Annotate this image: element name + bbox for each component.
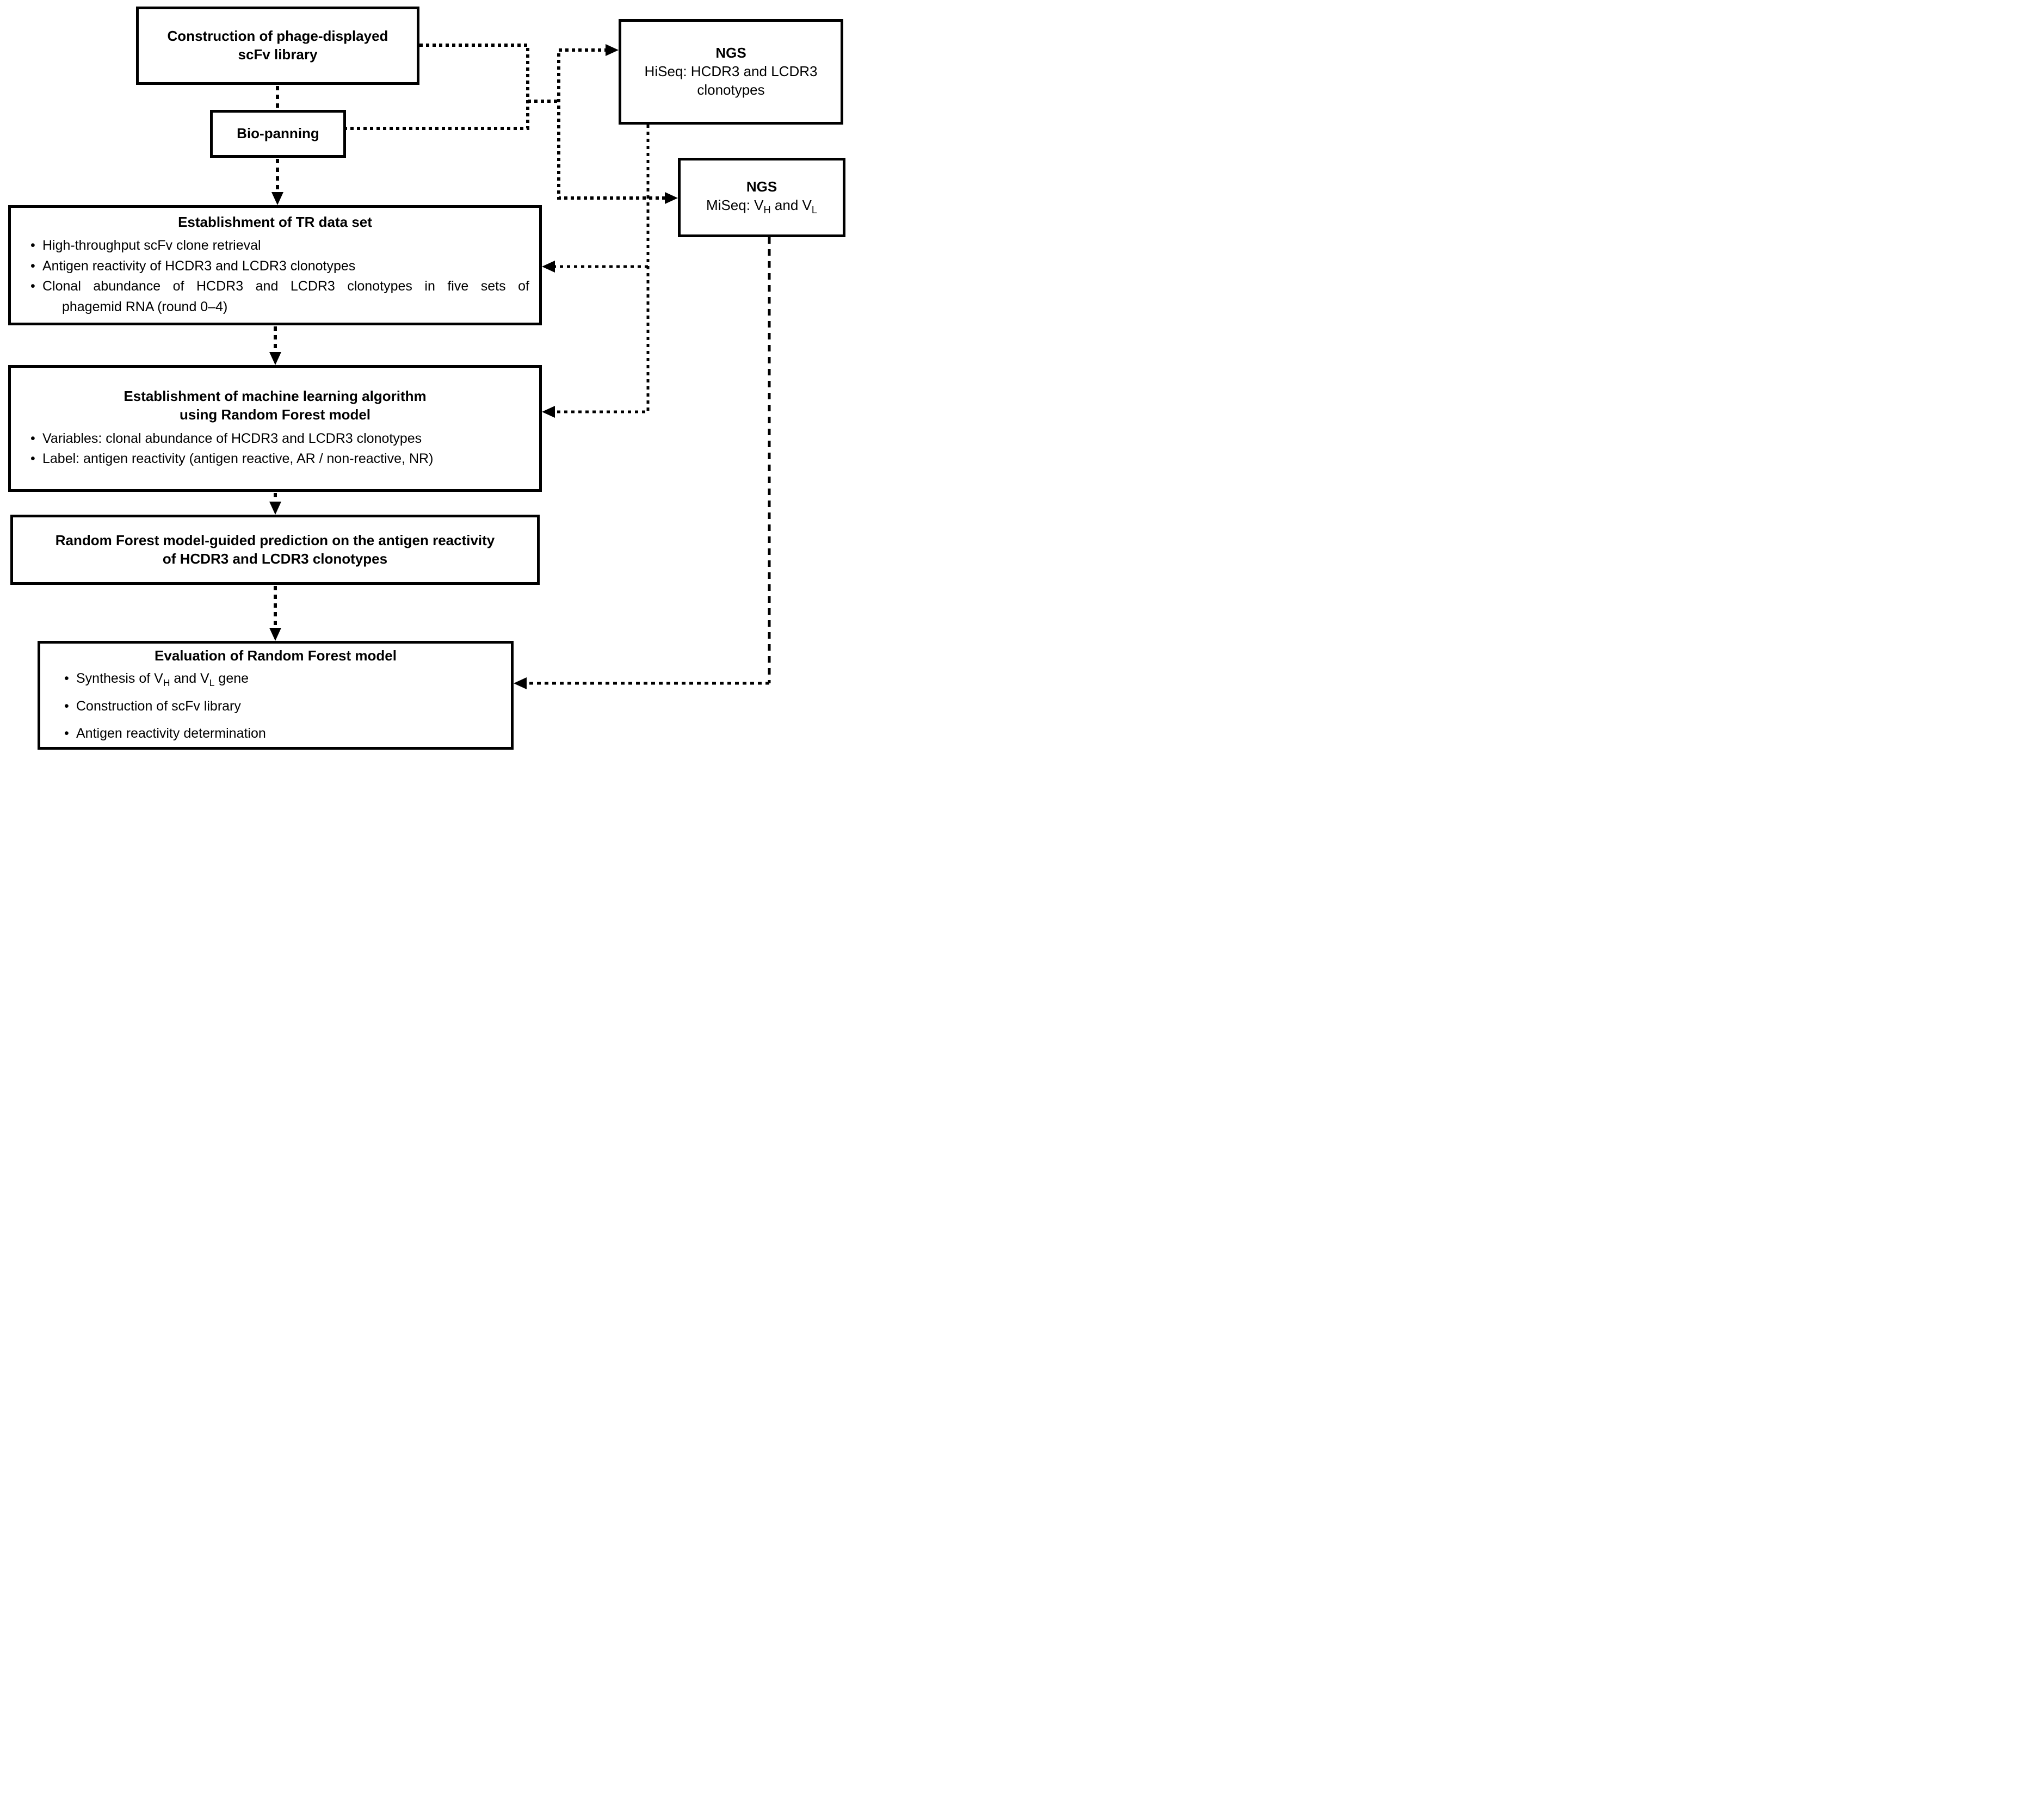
box-evaluation-title: Evaluation of Random Forest model bbox=[155, 647, 397, 664]
connector-group bbox=[274, 44, 771, 685]
miseq-subtitle-pre: MiSeq: V bbox=[706, 196, 764, 213]
ml-bullet-list: Variables: clonal abundance of HCDR3 and… bbox=[17, 429, 533, 470]
box-tr-title: Establishment of TR data set bbox=[178, 213, 372, 230]
box-ngs-miseq-subtitle: MiSeq: VH and VL bbox=[687, 196, 836, 217]
box-prediction: Random Forest model-guided prediction on… bbox=[10, 515, 540, 585]
arrowhead-group bbox=[269, 44, 678, 689]
box-construction-title-line1: Construction of phage-displayed bbox=[167, 28, 388, 45]
box-ml-title-line1: Establishment of machine learning algori… bbox=[123, 388, 427, 405]
connector-trunk-to-ngs bbox=[557, 48, 667, 200]
miseq-subscript-l: L bbox=[811, 205, 817, 216]
arrowhead-into-ml-icon bbox=[542, 406, 555, 418]
box-ngs-hiseq-subtitle: HiSeq: HCDR3 and LCDR3 clonotypes bbox=[644, 63, 818, 98]
box-evaluation: Evaluation of Random Forest model Synthe… bbox=[38, 641, 514, 750]
evaluation-bullet-1-mid: and V bbox=[170, 670, 209, 686]
flow-diagram: Construction of phage-displayed scFv lib… bbox=[0, 0, 851, 754]
ml-bullet-2: Label: antigen reactivity (antigen react… bbox=[29, 449, 529, 470]
arrowhead-into-tr-top-icon bbox=[271, 192, 283, 205]
tr-bullet-3-line2: phagemid RNA (round 0–4) bbox=[62, 299, 228, 314]
evaluation-bullet-1-pre: Synthesis of V bbox=[76, 670, 163, 686]
box-construction: Construction of phage-displayed scFv lib… bbox=[136, 7, 419, 85]
box-construction-title-line2: scFv library bbox=[238, 46, 318, 63]
box-ngs-miseq-title: NGS bbox=[746, 178, 777, 195]
arrowhead-into-hiseq-icon bbox=[606, 44, 619, 56]
box-biopanning-title: Bio-panning bbox=[237, 125, 319, 142]
box-machine-learning: Establishment of machine learning algori… bbox=[8, 365, 542, 492]
box-prediction-title-line2: of HCDR3 and LCDR3 clonotypes bbox=[162, 550, 388, 567]
evaluation-bullet-2: Construction of scFv library bbox=[63, 696, 501, 717]
box-ml-title-line2: using Random Forest model bbox=[179, 406, 371, 423]
evaluation-subscript-h: H bbox=[163, 677, 170, 688]
arrowhead-into-ml-top-icon bbox=[269, 352, 281, 365]
box-ngs-hiseq-title: NGS bbox=[715, 45, 746, 61]
evaluation-subscript-l: L bbox=[209, 677, 215, 688]
box-tr-data-set: Establishment of TR data set High-throug… bbox=[8, 205, 542, 325]
connector-hiseq-to-ml bbox=[553, 125, 650, 413]
evaluation-bullet-3: Antigen reactivity determination bbox=[63, 724, 501, 744]
ml-bullet-1: Variables: clonal abundance of HCDR3 and… bbox=[29, 429, 529, 449]
miseq-subtitle-mid: and V bbox=[770, 196, 812, 213]
box-prediction-title-line1: Random Forest model-guided prediction on… bbox=[55, 532, 495, 548]
tr-bullet-list: High-throughput scFv clone retrieval Ant… bbox=[17, 236, 533, 317]
tr-bullet-3: Clonal abundance of HCDR3 and LCDR3 clon… bbox=[29, 276, 529, 317]
box-ngs-miseq: NGS MiSeq: VH and VL bbox=[678, 158, 845, 237]
evaluation-bullet-list: Synthesis of VH and VL gene Construction… bbox=[47, 669, 504, 744]
box-biopanning: Bio-panning bbox=[210, 110, 346, 158]
arrowhead-into-tr-icon bbox=[542, 261, 555, 273]
tr-bullet-3-line1: Clonal abundance of HCDR3 and LCDR3 clon… bbox=[42, 279, 529, 294]
arrowhead-into-evaluation-top-icon bbox=[269, 628, 281, 641]
connector-construction-biopanning-junction bbox=[346, 44, 529, 130]
arrowhead-into-miseq-icon bbox=[665, 192, 678, 204]
evaluation-bullet-1-post: gene bbox=[214, 670, 249, 686]
arrowhead-into-prediction-top-icon bbox=[269, 502, 281, 515]
tr-bullet-2: Antigen reactivity of HCDR3 and LCDR3 cl… bbox=[29, 256, 529, 277]
evaluation-bullet-1: Synthesis of VH and VL gene bbox=[63, 669, 501, 690]
box-ngs-hiseq: NGS HiSeq: HCDR3 and LCDR3 clonotypes bbox=[619, 19, 843, 125]
arrowhead-into-evaluation-icon bbox=[514, 677, 527, 689]
tr-bullet-1: High-throughput scFv clone retrieval bbox=[29, 236, 529, 256]
miseq-subscript-h: H bbox=[763, 205, 771, 216]
connector-lines bbox=[269, 44, 771, 689]
